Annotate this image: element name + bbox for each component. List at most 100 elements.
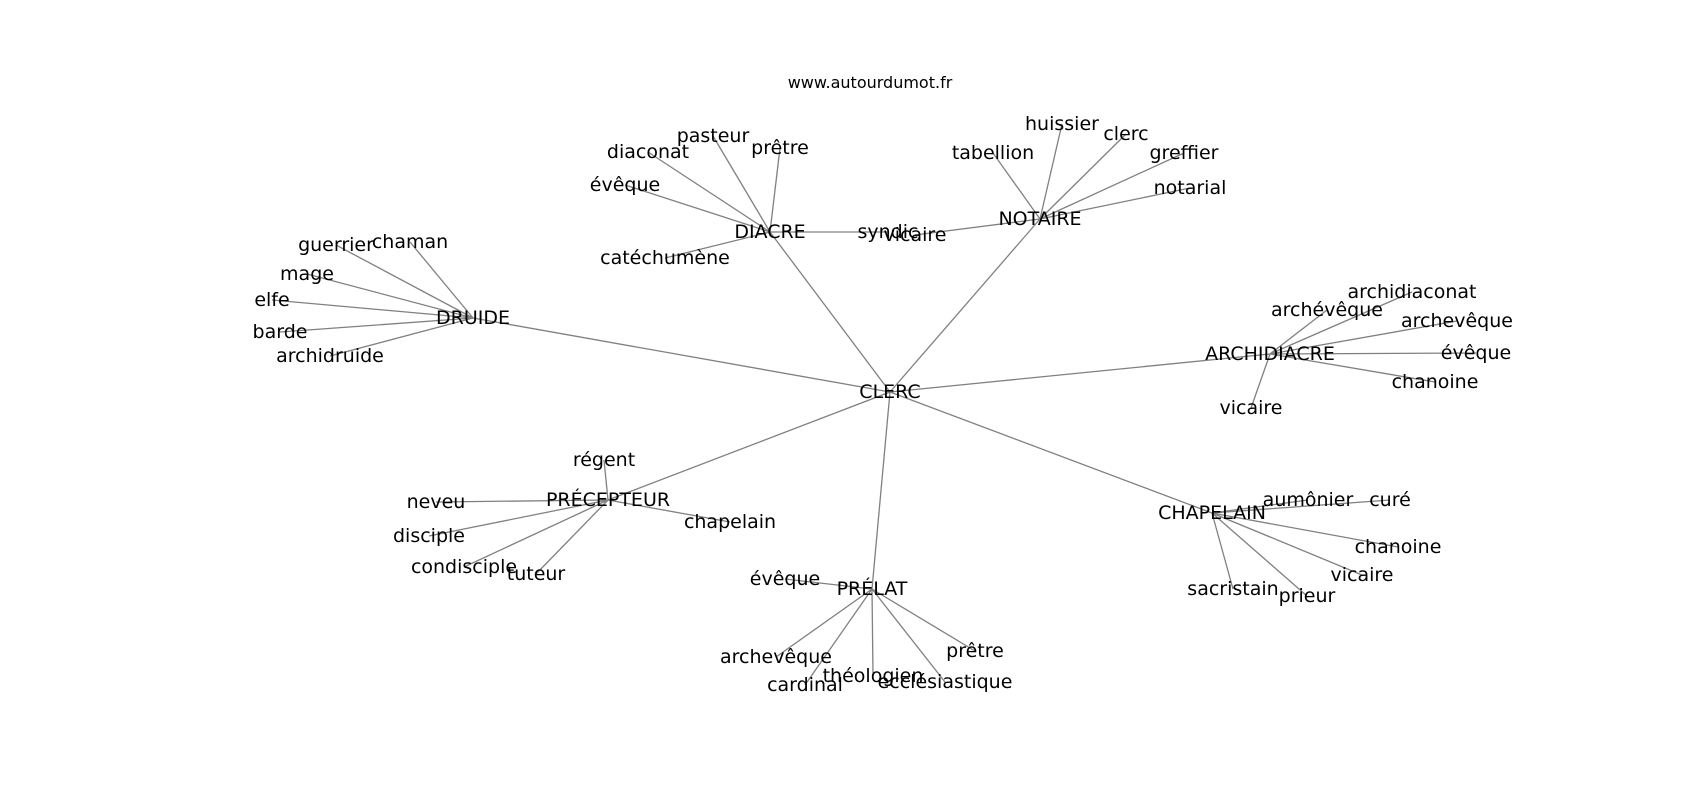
edge-diacre-pasteur xyxy=(712,135,771,233)
edge-druide-mage xyxy=(306,273,474,319)
edge-druide-elfe xyxy=(271,299,474,319)
node-leaf-notaire-clerc: clerc xyxy=(1103,123,1148,145)
edge-prelat-ecclesiastique xyxy=(871,588,946,683)
node-hub-diacre: DIACRE xyxy=(734,221,805,243)
edge-center-precepteur xyxy=(607,391,891,501)
node-leaf-notaire-tabellion: tabellion xyxy=(952,142,1034,164)
node-hub-chapelain: CHAPELAIN xyxy=(1158,502,1266,524)
node-leaf-chapelain-cure: curé xyxy=(1369,489,1411,511)
source-watermark: www.autourdumot.fr xyxy=(788,73,953,92)
node-leaf-chapelain-aumonier: aumônier xyxy=(1263,489,1354,511)
edge-center-diacre xyxy=(769,231,891,393)
edge-center-notaire xyxy=(889,218,1041,393)
node-leaf-diacre-pretre: prêtre xyxy=(751,137,809,159)
node-center-clerc: CLERC xyxy=(859,381,920,403)
node-leaf-precepteur-chapelain: chapelain xyxy=(684,511,776,533)
node-hub-archidiacre: ARCHIDIACRE xyxy=(1205,343,1335,365)
node-leaf-diacre-pasteur: pasteur xyxy=(677,125,750,147)
node-leaf-precepteur-regent: régent xyxy=(573,449,635,471)
node-leaf-diacre-eveque: évêque xyxy=(590,174,660,196)
node-leaf-diacre-diaconat: diaconat xyxy=(607,141,689,163)
node-hub-precepteur: PRÉCEPTEUR xyxy=(546,488,670,511)
edge-chapelain-sacristain xyxy=(1211,512,1234,590)
node-leaf-druide-archidruide: archidruide xyxy=(276,345,384,367)
node-leaf-diacre-syndic: syndic xyxy=(858,221,919,243)
edge-prelat-archeveque xyxy=(775,588,873,658)
edge-notaire-huissier xyxy=(1039,123,1063,220)
edge-archidiacre-archeveque xyxy=(1269,320,1458,355)
node-leaf-archidiacre-archidiaconat: archidiaconat xyxy=(1348,281,1477,303)
node-leaf-archidiacre-eveque: évêque xyxy=(1441,342,1511,364)
node-leaf-notaire-huissier: huissier xyxy=(1025,113,1099,135)
edge-notaire-clerc xyxy=(1039,133,1127,220)
node-leaf-chapelain-sacristain: sacristain xyxy=(1187,578,1278,600)
edge-prelat-eveque xyxy=(784,578,873,590)
edge-notaire-vicaire xyxy=(914,218,1041,236)
node-leaf-prelat-archeveque: archevêque xyxy=(720,646,832,668)
edge-diacre-diaconat xyxy=(647,151,771,233)
node-leaf-druide-guerrier: guerrier xyxy=(298,234,374,256)
node-hub-prelat: PRÉLAT xyxy=(837,577,908,600)
edge-prelat-pretre xyxy=(871,588,976,652)
edge-archidiacre-vicaire xyxy=(1250,353,1271,409)
edge-center-druide xyxy=(472,317,891,393)
edge-precepteur-disciple xyxy=(428,499,609,537)
edge-chapelain-vicaire xyxy=(1211,512,1363,576)
node-leaf-notaire-notarial: notarial xyxy=(1154,177,1227,199)
edge-chapelain-aumonier xyxy=(1211,499,1309,514)
node-leaf-prelat-ecclesiastique: ecclésiastique xyxy=(878,671,1013,693)
node-leaf-precepteur-disciple: disciple xyxy=(393,525,465,547)
edge-notaire-notarial xyxy=(1039,187,1191,220)
edge-druide-guerrier xyxy=(335,244,474,319)
node-leaf-archidiacre-chanoine: chanoine xyxy=(1392,371,1479,393)
edge-notaire-greffier xyxy=(1039,152,1185,220)
edge-archidiacre-eveque xyxy=(1269,352,1477,355)
node-leaf-archidiacre-vicaire: vicaire xyxy=(1220,397,1283,419)
node-leaf-chapelain-vicaire: vicaire xyxy=(1331,564,1394,586)
edge-druide-archidruide xyxy=(329,317,474,357)
node-leaf-druide-elfe: elfe xyxy=(254,289,289,311)
node-leaf-chapelain-prieur: prieur xyxy=(1279,585,1336,607)
node-leaf-prelat-eveque: évêque xyxy=(750,568,820,590)
edge-precepteur-chapelain xyxy=(607,499,731,523)
node-leaf-druide-chaman: chaman xyxy=(372,231,448,253)
node-leaf-druide-mage: mage xyxy=(280,263,334,285)
node-leaf-archidiacre-archeveque: archévêque xyxy=(1271,299,1383,321)
edge-center-chapelain xyxy=(889,391,1213,514)
node-leaf-prelat-theologien: théologien xyxy=(823,665,924,687)
node-leaf-precepteur-condisciple: condisciple xyxy=(411,556,517,578)
edge-precepteur-condisciple xyxy=(463,499,609,568)
node-leaf-precepteur-tuteur: tuteur xyxy=(507,563,566,585)
edge-prelat-cardinal xyxy=(804,588,873,686)
edge-center-archidiacre xyxy=(889,353,1271,393)
edge-druide-chaman xyxy=(409,241,474,319)
node-leaf-druide-barde: barde xyxy=(253,321,308,343)
node-hub-druide: DRUIDE xyxy=(436,307,510,329)
node-leaf-notaire-greffier: greffier xyxy=(1149,142,1218,164)
node-leaf-archidiacre-archeveque: archevêque xyxy=(1401,310,1513,332)
edge-center-prelat xyxy=(871,391,891,590)
edge-chapelain-cure xyxy=(1211,499,1391,514)
node-hub-notaire: NOTAIRE xyxy=(998,208,1081,230)
edge-chapelain-chanoine xyxy=(1211,512,1399,548)
edge-archidiacre-archeveque xyxy=(1269,309,1328,355)
edge-notaire-tabellion xyxy=(992,152,1041,220)
edge-archidiacre-chanoine xyxy=(1269,353,1436,383)
edge-precepteur-regent xyxy=(603,459,609,501)
edge-diacre-pretre xyxy=(769,147,781,233)
node-leaf-chapelain-chanoine: chanoine xyxy=(1355,536,1442,558)
edge-prelat-theologien xyxy=(871,588,874,677)
edge-diacre-eveque xyxy=(624,184,771,233)
node-leaf-notaire-vicaire: vicaire xyxy=(884,224,947,246)
edge-diacre-catechumene xyxy=(664,231,771,259)
graph-edges xyxy=(271,123,1477,686)
node-leaf-prelat-cardinal: cardinal xyxy=(767,674,843,696)
edge-druide-barde xyxy=(279,317,474,333)
edge-archidiacre-archidiaconat xyxy=(1269,291,1413,355)
node-leaf-prelat-pretre: prêtre xyxy=(946,640,1004,662)
edge-chapelain-prieur xyxy=(1211,512,1308,597)
edge-precepteur-neveu xyxy=(435,499,609,503)
node-leaf-diacre-catechumene: catéchumène xyxy=(600,247,730,269)
